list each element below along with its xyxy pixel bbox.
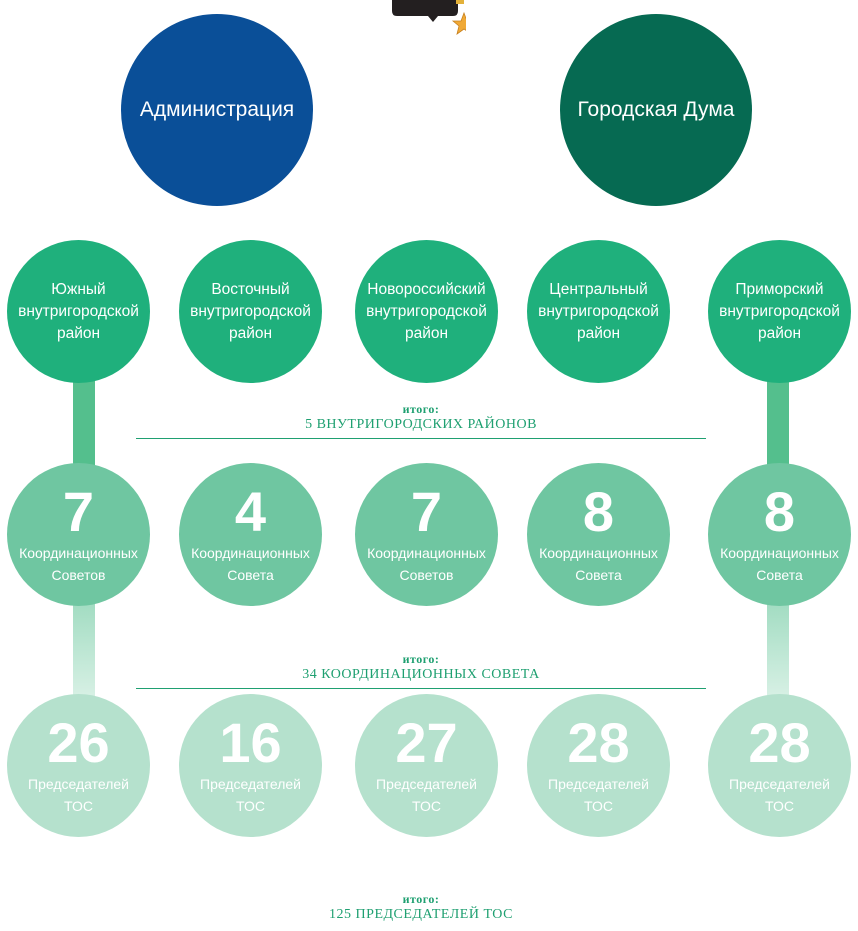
district-circle-novorossiysky: Новороссийский внутригородской район: [355, 240, 498, 383]
chairman-caption: Председателей: [376, 775, 477, 792]
district-name-line: внутригородской: [538, 302, 659, 320]
chairman-count: 27: [395, 710, 458, 774]
divider: [136, 438, 706, 439]
district-name-line: район: [404, 324, 449, 342]
chairman-caption: ТОС: [412, 797, 441, 814]
district-name-line: район: [56, 324, 101, 342]
total-value: 125 ПРЕДСЕДАТЕЛЕЙ ТОС: [329, 907, 513, 922]
chairman-caption: ТОС: [584, 797, 613, 814]
district-name: Приморский внутригородской район: [710, 279, 850, 345]
chairman-circle: 27 Председателей ТОС: [355, 694, 498, 837]
connector-left-upper: [73, 380, 95, 490]
total-districts: итого: 5 ВНУТРИГОРОДСКИХ РАЙОНОВ: [136, 402, 706, 439]
council-circle: 4 Координационных Совета: [179, 463, 322, 606]
chairman-count: 28: [748, 710, 811, 774]
chairman-circle: 28 Председателей ТОС: [527, 694, 670, 837]
divider: [136, 688, 706, 689]
district-name-line: район: [576, 324, 621, 342]
chairman-caption: ТОС: [236, 797, 265, 814]
district-name: Восточный внутригородской район: [181, 279, 321, 345]
speech-bubble-star-icon: [392, 0, 466, 40]
district-name-line: Приморский: [735, 280, 824, 298]
district-circle-primorsky: Приморский внутригородской район: [708, 240, 851, 383]
council-caption: Совета: [227, 566, 274, 583]
chairman-count: 26: [47, 710, 110, 774]
council-count: 8: [763, 479, 796, 543]
district-name-line: район: [228, 324, 273, 342]
council-count: 7: [410, 479, 443, 543]
total-value: 5 ВНУТРИГОРОДСКИХ РАЙОНОВ: [305, 417, 537, 432]
chairman-caption: Председателей: [200, 775, 301, 792]
council-circle: 8 Координационных Совета: [708, 463, 851, 606]
district-name-line: внутригородской: [719, 302, 840, 320]
district-circle-yuzhny: Южный внутригородской район: [7, 240, 150, 383]
council-circle: 7 Координационных Советов: [355, 463, 498, 606]
district-circle-tsentralny: Центральный внутригородской район: [527, 240, 670, 383]
district-circle-vostochny: Восточный внутригородской район: [179, 240, 322, 383]
district-name-line: внутригородской: [190, 302, 311, 320]
council-caption: Координационных: [191, 544, 310, 561]
district-name-line: Южный: [51, 280, 106, 298]
council-caption: Координационных: [19, 544, 138, 561]
district-name: Центральный внутригородской район: [529, 279, 669, 345]
district-name-line: Восточный: [211, 280, 290, 298]
district-name-line: Центральный: [549, 280, 648, 298]
council-circle: 7 Координационных Советов: [7, 463, 150, 606]
district-name: Новороссийский внутригородской район: [357, 279, 497, 345]
city-duma-circle: Городская Дума: [560, 14, 752, 206]
chairman-caption: Председателей: [28, 775, 129, 792]
council-caption: Координационных: [367, 544, 486, 561]
chairman-circle: 16 Председателей ТОС: [179, 694, 322, 837]
connector-right-upper: [767, 380, 789, 490]
district-name-line: Новороссийский: [367, 280, 486, 298]
total-chairmen: итого: 125 ПРЕДСЕДАТЕЛЕЙ ТОС: [136, 892, 706, 924]
council-caption: Координационных: [539, 544, 658, 561]
chairman-count: 28: [567, 710, 630, 774]
council-caption: Советов: [51, 566, 106, 583]
total-label: итого:: [402, 892, 440, 906]
council-count: 4: [234, 479, 267, 543]
district-name: Южный внутригородской район: [9, 279, 149, 345]
council-caption: Совета: [756, 566, 803, 583]
total-value: 34 КООРДИНАЦИОННЫХ СОВЕТА: [302, 667, 540, 682]
chairman-count: 16: [219, 710, 282, 774]
district-name-line: внутригородской: [366, 302, 487, 320]
chairman-circle: 26 Председателей ТОС: [7, 694, 150, 837]
council-circle: 8 Координационных Совета: [527, 463, 670, 606]
council-count: 8: [582, 479, 615, 543]
council-caption: Координационных: [720, 544, 839, 561]
administration-circle: Администрация: [121, 14, 313, 206]
chairman-caption: ТОС: [64, 797, 93, 814]
chairman-caption: Председателей: [548, 775, 649, 792]
administration-label: Администрация: [139, 98, 295, 121]
city-duma-label: Городская Дума: [577, 98, 735, 121]
total-label: итого:: [402, 652, 440, 666]
total-label: итого:: [402, 402, 440, 416]
council-caption: Советов: [399, 566, 454, 583]
district-name-line: внутригородской: [18, 302, 139, 320]
chairman-circle: 28 Председателей ТОС: [708, 694, 851, 837]
chairman-caption: ТОС: [765, 797, 794, 814]
council-caption: Совета: [575, 566, 622, 583]
total-councils: итого: 34 КООРДИНАЦИОННЫХ СОВЕТА: [136, 652, 706, 689]
district-name-line: район: [757, 324, 802, 342]
council-count: 7: [62, 479, 95, 543]
chairman-caption: Председателей: [729, 775, 830, 792]
